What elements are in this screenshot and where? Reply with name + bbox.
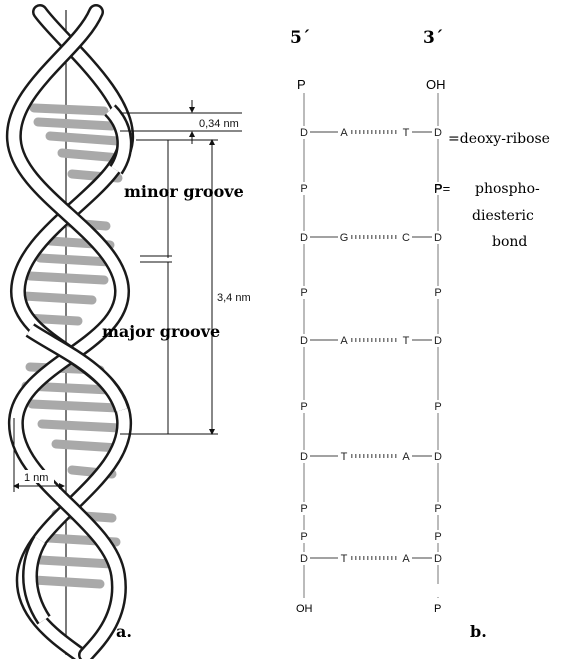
legend-phosphate-eq: P= xyxy=(434,181,450,196)
bottom-left-hydroxyl: OH xyxy=(296,603,313,615)
panel-b-label: b. xyxy=(470,622,487,641)
phosphate-bg-left xyxy=(298,530,310,543)
phosphate-right: P xyxy=(434,287,441,299)
sugar-bg-left xyxy=(298,231,310,244)
phosphate-bg-left xyxy=(298,400,310,413)
sugar-bg-right xyxy=(432,126,444,139)
phosphate-bg-right xyxy=(432,584,444,597)
legend-phosphate-line-1: phospho- xyxy=(475,181,540,197)
major-groove-label: major groove xyxy=(102,322,220,341)
base-left: G xyxy=(340,232,349,244)
phosphate-bg-right xyxy=(432,286,444,299)
base-left: T xyxy=(341,553,348,565)
sugar-left: D xyxy=(300,335,308,347)
sugar-left: D xyxy=(300,553,308,565)
sugar-bg-right xyxy=(432,231,444,244)
base-left: A xyxy=(340,127,348,139)
rise-label: 0,34 nm xyxy=(199,118,239,130)
radius-label: 1 nm xyxy=(24,472,48,484)
minor-groove-label: minor groove xyxy=(124,182,244,201)
sugar-bg-left xyxy=(298,450,310,463)
base-pairs: D D A T D D G C D D A T D D T A D D T A P P P P P P P P P P xyxy=(295,126,444,614)
backbone-strand-2 xyxy=(5,4,131,659)
panel-a-label: a. xyxy=(116,622,132,641)
phosphate-left: P xyxy=(300,287,307,299)
legend-phosphate-line-2: diesteric xyxy=(472,208,534,224)
phosphate-bg-right xyxy=(432,502,444,515)
phosphate-left: P xyxy=(300,183,307,195)
five-prime-label: 5´ xyxy=(290,28,310,48)
base-right: A xyxy=(402,553,410,565)
backbone-connectors xyxy=(303,93,439,598)
sugar-bg-left xyxy=(298,126,310,139)
phosphate-bg-right xyxy=(432,400,444,413)
base-left: A xyxy=(340,335,348,347)
phosphate-bg-left xyxy=(298,502,310,515)
sugar-bg-right xyxy=(432,552,444,565)
sugar-right: D xyxy=(434,232,442,244)
bottom-right-phosphate: P xyxy=(434,603,441,615)
phosphate-right: P xyxy=(434,531,441,543)
phosphate-bg-right xyxy=(432,530,444,543)
pitch-label: 3,4 nm xyxy=(217,292,251,304)
base-right: T xyxy=(403,127,410,139)
sugar-bg-left xyxy=(298,334,310,347)
helix-diagram: 0,34 nm 3,4 nm 1 nm minor groove major g… xyxy=(5,4,252,659)
end-bg-left xyxy=(295,600,313,614)
sugar-left: D xyxy=(300,451,308,463)
phosphate-bg-left xyxy=(298,286,310,299)
phosphate-right: P xyxy=(434,183,441,195)
legend-deoxyribose: =deoxy-ribose xyxy=(448,131,550,147)
backbone-front-segments xyxy=(22,104,133,625)
base-left: T xyxy=(341,451,348,463)
top-right-hydroxyl: OH xyxy=(426,77,446,92)
sugar-left: D xyxy=(300,127,308,139)
sugar-left: D xyxy=(300,232,308,244)
sugar-right: D xyxy=(434,335,442,347)
sugar-bg-right xyxy=(432,450,444,463)
phosphate-right: P xyxy=(434,401,441,413)
three-prime-label: 3´ xyxy=(423,28,443,48)
base-right: A xyxy=(402,451,410,463)
sugar-right: D xyxy=(434,451,442,463)
dimension-lines xyxy=(13,100,242,492)
phosphate-left: P xyxy=(300,531,307,543)
phosphate-bg-right xyxy=(432,182,444,195)
sugar-right: D xyxy=(434,127,442,139)
phosphate-right: P xyxy=(434,503,441,515)
sugar-bg-left xyxy=(298,552,310,565)
phosphate-bg-left xyxy=(298,182,310,195)
base-right: T xyxy=(403,335,410,347)
base-right: C xyxy=(402,232,410,244)
sugar-right: D xyxy=(434,553,442,565)
phosphate-left: P xyxy=(300,401,307,413)
top-left-phosphate: P xyxy=(297,77,306,92)
phosphate-left: P xyxy=(300,503,307,515)
legend-phosphate-line-3: bond xyxy=(492,234,527,250)
sugar-bg-right xyxy=(432,334,444,347)
